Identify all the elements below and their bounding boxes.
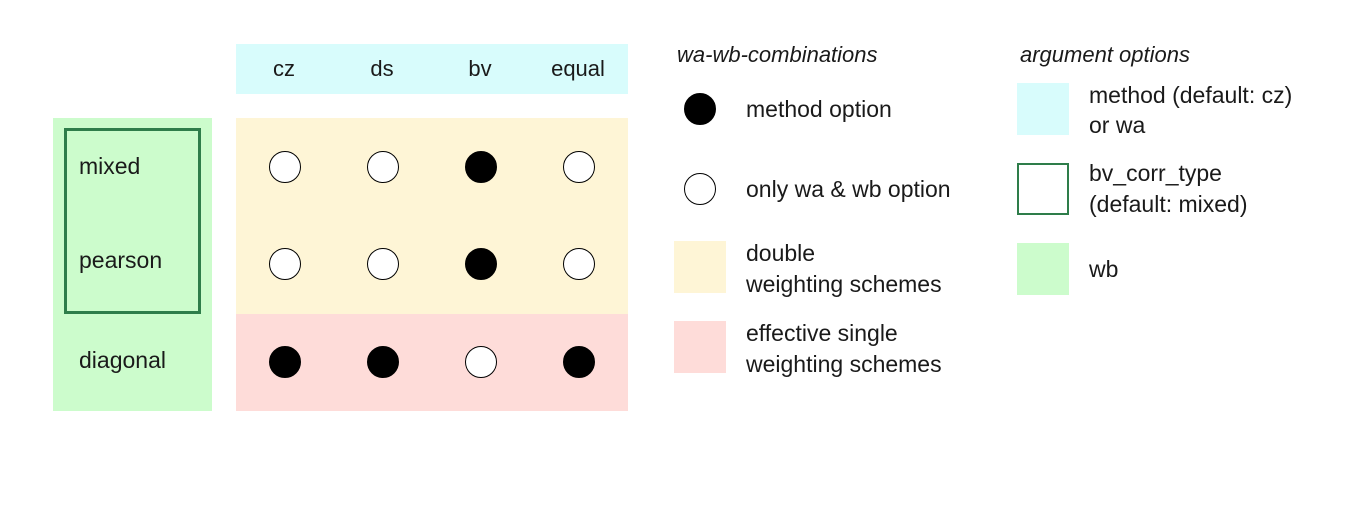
legend-bv-corr-label-line2: (default: mixed) — [1089, 191, 1248, 217]
marker-mixed-bv — [465, 151, 497, 183]
bv-corr-type-box — [64, 128, 201, 314]
marker-mixed-equal — [563, 151, 595, 183]
marker-mixed-cz — [269, 151, 301, 183]
legend-bv-corr-label-line1: bv_corr_type — [1089, 160, 1222, 186]
marker-pearson-cz — [269, 248, 301, 280]
legend-open-circle — [684, 173, 716, 205]
legend-combinations-heading: wa-wb-combinations — [677, 42, 878, 67]
legend-bv-corr-swatch — [1017, 163, 1069, 215]
marker-diagonal-cz — [269, 346, 301, 378]
legend-wb-label: wb — [1089, 256, 1119, 282]
method-column-band — [236, 44, 628, 94]
marker-diagonal-ds — [367, 346, 399, 378]
row-label-pearson: pearson — [79, 247, 163, 273]
column-header-ds: ds — [370, 56, 394, 81]
legend-single-label-line2: weighting schemes — [746, 351, 942, 377]
marker-mixed-ds — [367, 151, 399, 183]
legend-wb-swatch — [1017, 243, 1069, 295]
legend-double-label-line1: double — [746, 240, 816, 266]
single-weighting-region — [236, 314, 628, 411]
marker-pearson-ds — [367, 248, 399, 280]
marker-diagonal-bv — [465, 346, 497, 378]
column-header-cz: cz — [273, 56, 295, 81]
legend-method-swatch — [1017, 83, 1069, 135]
legend-method-label-line2: or wa — [1089, 112, 1146, 138]
legend-arguments-heading: argument options — [1020, 42, 1190, 67]
legend-double-swatch — [674, 241, 726, 293]
legend-only-wa-wb-label: only wa & wb option — [746, 176, 951, 202]
marker-diagonal-equal — [563, 346, 595, 378]
legend-filled-circle — [684, 93, 716, 125]
legend-double-label-line2: weighting schemes — [746, 271, 942, 297]
marker-pearson-bv — [465, 248, 497, 280]
legend-single-label-line1: effective single — [746, 320, 898, 346]
column-header-bv: bv — [468, 56, 492, 81]
wb-row-band — [53, 118, 212, 411]
legend-single-swatch — [674, 321, 726, 373]
legend-method-option-label: method option — [746, 96, 892, 122]
marker-pearson-equal — [563, 248, 595, 280]
legend-method-label-line1: method (default: cz) — [1089, 82, 1293, 108]
double-weighting-region — [236, 118, 628, 314]
row-label-diagonal: diagonal — [79, 347, 166, 373]
row-label-mixed: mixed — [79, 153, 141, 179]
column-header-equal: equal — [551, 56, 605, 81]
